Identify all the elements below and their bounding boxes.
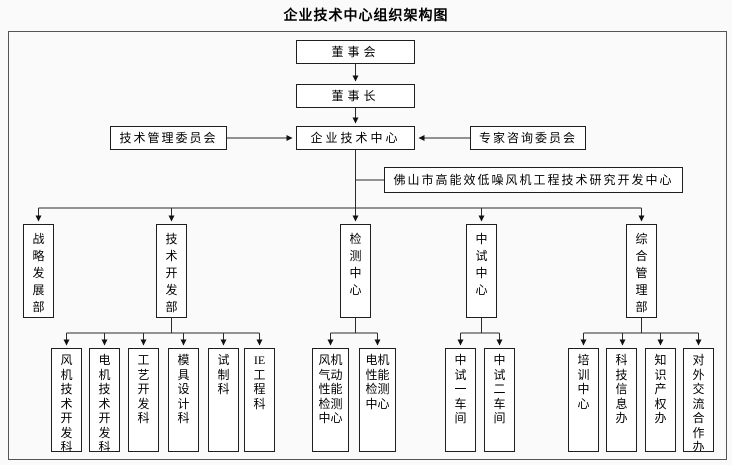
box-ip-office: 知识产权办 — [645, 348, 676, 452]
box-trial-production-section: 试制科 — [208, 348, 239, 452]
box-sci-tech-info-office: 科技信息办 — [606, 348, 637, 452]
box-chairman: 董事长 — [296, 84, 415, 108]
page-title: 企业技术中心组织架构图 — [283, 9, 449, 24]
box-ie-engineering-section: IE工程科 — [244, 348, 275, 452]
chart-outer-border — [8, 31, 727, 460]
box-expert-advisory-committee: 专家咨询委员会 — [470, 126, 586, 150]
box-motor-tech-dev-section: 电机技术开发科 — [89, 348, 120, 452]
box-pilot-workshop-2: 中试二车间 — [484, 348, 515, 452]
box-strategy-dev-dept: 战略发展部 — [23, 224, 54, 318]
box-fan-aero-testing-center: 风机气动性能检测中心 — [312, 348, 349, 452]
box-foshan-rd-center: 佛山市高能效低噪风机工程技术研究开发中心 — [384, 167, 683, 193]
box-fan-tech-dev-section: 风机技术开发科 — [51, 348, 82, 452]
box-board-of-directors: 董事会 — [296, 40, 415, 64]
box-general-mgmt-dept: 综合管理部 — [626, 224, 657, 318]
box-tech-mgmt-committee: 技术管理委员会 — [110, 126, 227, 150]
box-mold-design-section: 模具设计科 — [168, 348, 199, 452]
box-motor-perf-testing-center: 电机性能检测中心 — [359, 348, 396, 452]
box-external-cooperation-office: 对外交流合作办 — [683, 348, 714, 452]
box-training-center: 培训中心 — [568, 348, 599, 452]
box-pilot-workshop-1: 中试一车间 — [445, 348, 476, 452]
box-testing-center: 检测中心 — [340, 224, 371, 318]
box-process-dev-section: 工艺开发科 — [128, 348, 159, 452]
box-enterprise-tech-center: 企业技术中心 — [296, 126, 415, 150]
box-pilot-test-center: 中试中心 — [466, 224, 497, 318]
box-tech-dev-dept: 技术开发部 — [156, 224, 187, 318]
